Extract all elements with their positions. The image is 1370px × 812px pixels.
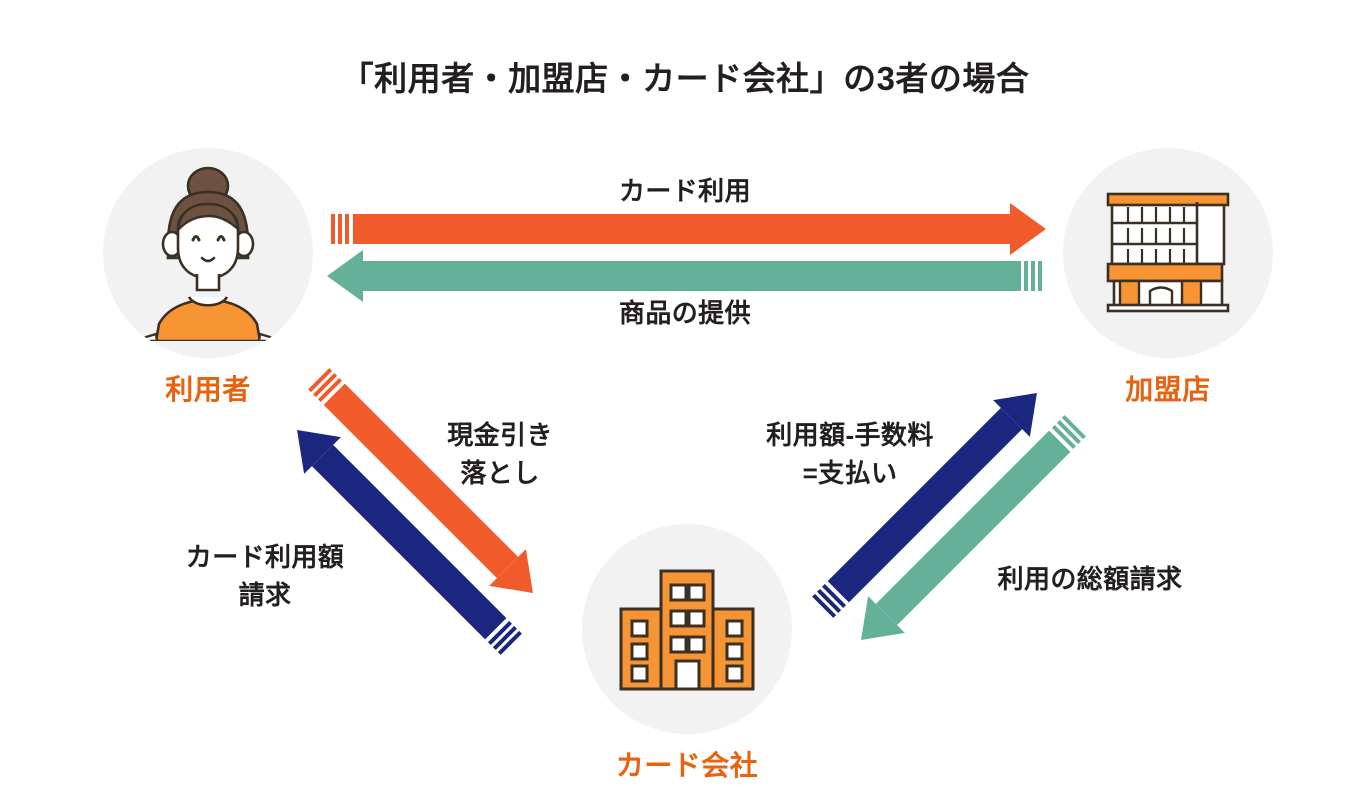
edge-label-fee-payment: 利用額-手数料 =支払い [735, 417, 965, 492]
edge-label-goods: 商品の提供 [618, 298, 751, 328]
edge-label-card-use: カード利用 [618, 176, 751, 206]
node-merchant-circle [1063, 148, 1273, 358]
edge-label-cash-debit-line1: 現金引き [447, 420, 553, 450]
office-building-icon [619, 569, 755, 691]
node-merchant-label: 加盟店 [1125, 374, 1211, 405]
edge-label-cash-debit: 現金引き 落とし [385, 417, 615, 492]
edge-label-fee-payment-line1: 利用額-手数料 [766, 420, 934, 450]
edge-label-cash-debit-line2: 落とし [460, 457, 540, 488]
node-user: 利用者 [103, 148, 313, 408]
page-title: 「利用者・加盟店・カード会社」の3者の場合 [340, 60, 1030, 97]
edge-label-fee-payment-line2: =支払い [802, 457, 898, 488]
store-building-icon [1106, 192, 1230, 313]
node-card-company-label: カード会社 [615, 750, 759, 781]
node-merchant: 加盟店 [1063, 148, 1273, 408]
edge-label-total-claim: 利用の総額請求 [997, 564, 1183, 594]
arrow-card-use [331, 203, 1046, 255]
node-card-company: カード会社 [582, 524, 792, 784]
node-user-label: 利用者 [165, 374, 251, 405]
node-card-company-circle [582, 524, 792, 734]
node-user-circle [103, 148, 313, 358]
edge-label-billing: カード利用額 請求 [145, 539, 385, 614]
edge-label-billing-line1: カード利用額 [185, 542, 345, 572]
edge-label-billing-line2: 請求 [238, 579, 292, 610]
person-woman-icon [140, 166, 276, 341]
